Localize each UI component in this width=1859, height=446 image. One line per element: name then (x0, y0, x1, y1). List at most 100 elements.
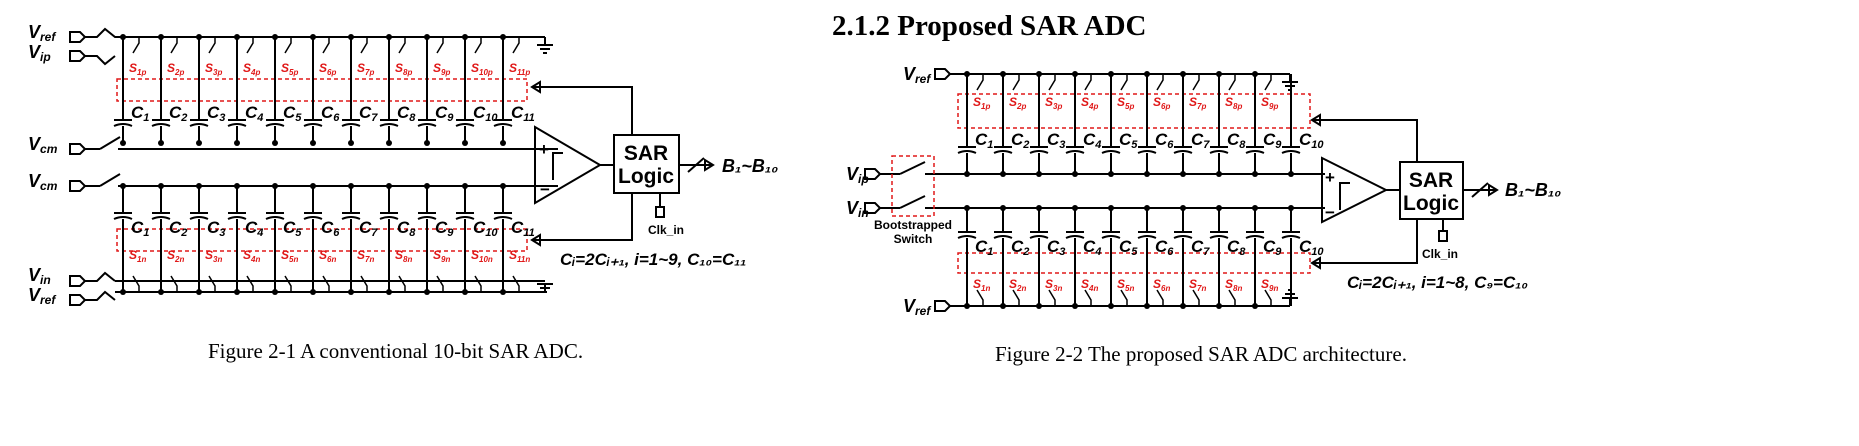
fig1-comparator-minus: − (540, 180, 550, 199)
fig1-vref-bottom-label: Vref (28, 285, 56, 307)
cap-label-c1-f1: C1 (131, 103, 149, 124)
fig1-sar-label: SAR (624, 142, 668, 165)
capacitor-c8-f2: C8 (1209, 74, 1246, 177)
fig1-vcm-bottom-label: Vcm (28, 171, 58, 193)
capacitor-c2-f2: C2 (993, 74, 1029, 177)
switch-s11n-f1: S11n (500, 248, 530, 295)
switch-label-s3p-f1: S3p (205, 61, 222, 77)
cap-label-c3-f2-neg: C3 (1047, 237, 1065, 258)
fig2-logic-label: Logic (1403, 192, 1459, 215)
cap-label-c3-f1: C3 (207, 103, 225, 124)
switch-label-s4p-f1: S4p (243, 61, 260, 77)
cap-label-c7-f2: C7 (1191, 130, 1210, 151)
cap-label-c5-f2-neg: C5 (1119, 237, 1138, 258)
fig1-vin-label: Vin (28, 265, 51, 287)
switch-label-s5n-f1: S5n (281, 248, 298, 264)
switch-label-s2n-f1: S2n (167, 248, 184, 264)
cap-label-c9-f1: C9 (435, 103, 454, 124)
fig1-equation: Cᵢ=2Cᵢ₊₁, i=1~9, C₁₀=C₁₁ (560, 250, 746, 269)
cap-label-c10-f1-neg: C10 (473, 218, 498, 239)
cap-label-c6-f1-neg: C6 (321, 218, 340, 239)
fig1-logic-label: Logic (618, 165, 674, 188)
cap-label-c10-f2-neg: C10 (1299, 237, 1324, 258)
capacitor-c2-f1: C2 (151, 37, 187, 146)
capacitor-c8-f1-neg: C8 (379, 183, 416, 292)
fig2-switch-label: Switch (894, 232, 933, 246)
cap-label-c4-f1-neg: C4 (245, 218, 263, 239)
switch-label-s4n-f1: S4n (243, 248, 260, 264)
fig2-bootstrapped-switch-box (891, 155, 935, 217)
switch-label-s10n-f1: S10n (471, 248, 493, 264)
cap-label-c6-f1: C6 (321, 103, 340, 124)
fig1-ground-symbols (537, 37, 553, 293)
fig1-bottom-switch-box (116, 228, 528, 252)
switch-label-s1p-f2: S1p (973, 95, 990, 111)
capacitor-c6-f2-neg: C6 (1137, 205, 1174, 306)
capacitor-c7-f1-neg: C7 (341, 183, 378, 292)
capacitor-c3-f2: C3 (1029, 74, 1065, 177)
capacitor-c4-f1-neg: C4 (227, 183, 263, 292)
capacitor-c8-f1: C8 (379, 37, 416, 146)
switch-label-s3n-f1: S3n (205, 248, 222, 264)
switch-s11p-f1: S11p (500, 34, 530, 77)
fig2-vref-top-label: Vref (903, 64, 931, 86)
switch-label-s6n-f1: S6n (319, 248, 336, 264)
cap-label-c2-f1-neg: C2 (169, 218, 187, 239)
fig2-comparator-plus: + (1325, 168, 1335, 187)
cap-label-c7-f2-neg: C7 (1191, 237, 1210, 258)
switch-label-s8p-f2: S8p (1225, 95, 1242, 111)
capacitor-c1-f1: C1 (113, 37, 149, 146)
fig1-input-ports (69, 27, 558, 306)
capacitor-c8-f2-neg: C8 (1209, 205, 1246, 306)
capacitor-c4-f2-neg: C4 (1065, 205, 1101, 306)
capacitor-c5-f2-neg: C5 (1101, 205, 1138, 306)
capacitor-c6-f1-neg: C6 (303, 183, 340, 292)
capacitor-c10-f1: C10 (455, 37, 498, 146)
capacitor-c4-f2: C4 (1065, 74, 1101, 177)
fig1-clk-label: Clk_in (648, 223, 684, 237)
switch-s9n-f1: S9n (424, 248, 450, 295)
cap-label-c8-f1-neg: C8 (397, 218, 416, 239)
cap-label-c1-f2-neg: C1 (975, 237, 993, 258)
fig2-comparator (1321, 156, 1400, 224)
fig2-top-switch-box (957, 93, 1311, 129)
capacitor-c6-f1: C6 (303, 37, 340, 146)
cap-label-c8-f2: C8 (1227, 130, 1246, 151)
cap-label-c6-f2: C6 (1155, 130, 1174, 151)
capacitor-c11-f1: C11 (493, 37, 535, 146)
fig1-sar-wires (530, 80, 715, 247)
capacitor-c5-f1: C5 (265, 37, 302, 146)
cap-label-c6-f2-neg: C6 (1155, 237, 1174, 258)
cap-label-c1-f1-neg: C1 (131, 218, 149, 239)
switch-label-s7n-f2: S7n (1189, 277, 1206, 293)
cap-label-c4-f1: C4 (245, 103, 263, 124)
switch-label-s7n-f1: S7n (357, 248, 374, 264)
fig1-top-switch-box (116, 78, 528, 102)
cap-label-c3-f1-neg: C3 (207, 218, 225, 239)
capacitor-c5-f1-neg: C5 (265, 183, 302, 292)
capacitor-c11-f1-neg: C11 (493, 183, 535, 292)
switch-label-s5p-f2: S5p (1117, 95, 1134, 111)
fig1-comparator-plus: + (539, 140, 549, 159)
switch-label-s3n-f2: S3n (1045, 277, 1062, 293)
switch-label-s4p-f2: S4p (1081, 95, 1098, 111)
switch-label-s9p-f2: S9p (1261, 95, 1278, 111)
fig1-caption: Figure 2-1 A conventional 10-bit SAR ADC… (208, 339, 583, 363)
cap-label-c7-f1-neg: C7 (359, 218, 378, 239)
fig2-caption: Figure 2-2 The proposed SAR ADC architec… (995, 342, 1407, 366)
fig1-vip-label: Vip (28, 42, 51, 64)
switch-label-s9n-f2: S9n (1261, 277, 1278, 293)
capacitor-c10-f1-neg: C10 (455, 183, 498, 292)
switch-label-s11p-f1: S11p (509, 61, 530, 77)
cap-label-c3-f2: C3 (1047, 130, 1065, 151)
switch-label-s5p-f1: S5p (281, 61, 298, 77)
switch-label-s8p-f1: S8p (395, 61, 412, 77)
switch-label-s1n-f1: S1n (129, 248, 146, 264)
capacitor-c7-f1: C7 (341, 37, 378, 146)
switch-label-s1n-f2: S1n (973, 277, 990, 293)
cap-label-c8-f2-neg: C8 (1227, 237, 1246, 258)
cap-label-c2-f2-neg: C2 (1011, 237, 1029, 258)
cap-label-c9-f1-neg: C9 (435, 218, 454, 239)
switch-label-s5n-f2: S5n (1117, 277, 1134, 293)
